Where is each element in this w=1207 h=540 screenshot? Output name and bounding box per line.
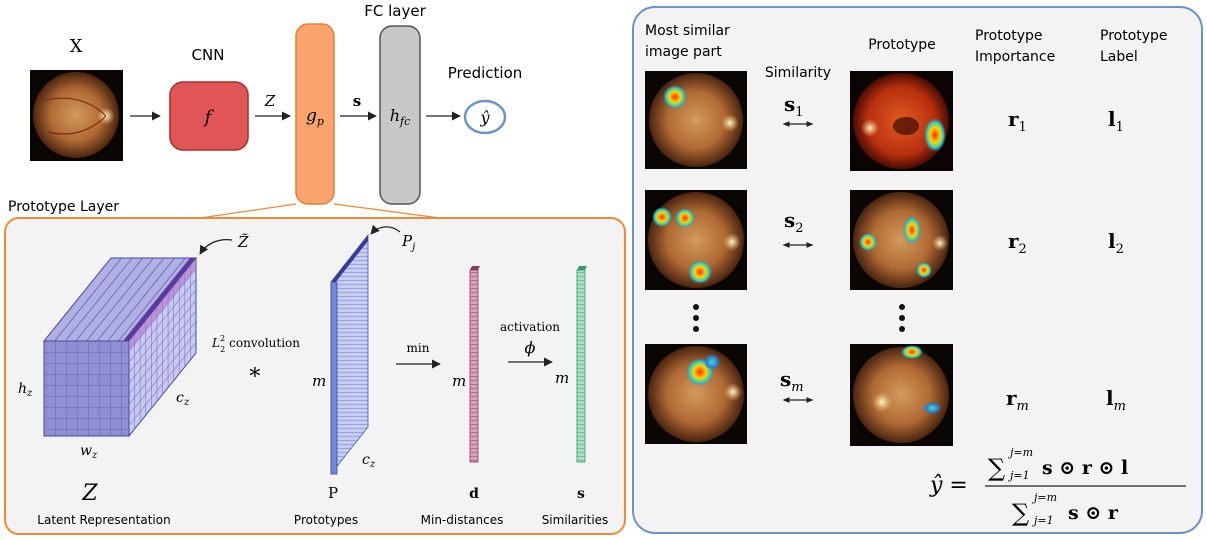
prototype-image-1 [850, 71, 953, 171]
importance-1: r1 [1008, 107, 1027, 135]
latent-representation-caption: Latent Representation [37, 513, 170, 527]
prediction-formula: ŷ = ∑ j=m j=1 s ⊙ r ⊙ l ∑ j=m j=1 s ⊙ r [929, 446, 1186, 527]
label-m: lm [1106, 386, 1126, 414]
similar-image-part-m [645, 344, 747, 444]
ztilde-arrow [199, 238, 233, 255]
ellipsis-dots-left [693, 304, 699, 332]
pj-label: Pj [401, 232, 415, 253]
prototypes-slab [330, 233, 369, 476]
header-prototype: Prototype [868, 37, 936, 53]
similar-image-part-2 [645, 190, 747, 290]
importance-m: rm [1006, 386, 1029, 414]
header-prototype-importance: Prototype Importance [975, 28, 1055, 65]
s-label: s [353, 92, 361, 110]
cz-prototypes-label: cz [362, 452, 376, 470]
prototype-layer-title: Prototype Layer [8, 199, 119, 215]
similarity-m: sm [780, 367, 804, 395]
activation-label: activation [500, 320, 560, 334]
ellipsis-dots-right [899, 304, 905, 332]
denominator-sum: ∑ [1012, 499, 1029, 527]
wz-label: wz [80, 443, 98, 461]
m-s-label: m [555, 369, 569, 387]
min-label: min [407, 341, 430, 355]
label-1: l1 [1108, 107, 1124, 135]
similarities-caption: Similarities [542, 513, 609, 527]
m-prototypes-label: m [312, 372, 326, 390]
header-prototype-label: Prototype Label [1100, 28, 1172, 65]
similarities-bar [576, 266, 587, 463]
gp-expansion-lines [199, 203, 441, 219]
denominator-lower: j=1 [1031, 514, 1054, 527]
similarity-1: s1 [784, 92, 804, 120]
cz-cube-label: cz [176, 390, 190, 408]
ztilde-label: Z̃ [237, 233, 249, 251]
importance-2: r2 [1008, 229, 1027, 257]
fc-block [379, 25, 421, 205]
phi-label: ϕ [525, 338, 536, 357]
min-distances-caption: Min-distances [421, 513, 504, 527]
prototypes-caption: Prototypes [294, 513, 358, 527]
prototype-image-m [850, 344, 953, 446]
header-most-similar: Most similar image part [645, 23, 734, 60]
m-d-label: m [452, 372, 466, 390]
similar-image-part-1 [645, 71, 747, 169]
prediction-node [463, 99, 507, 135]
gp-label: gp [306, 106, 324, 128]
header-similarity: Similarity [765, 65, 831, 81]
gp-block [295, 23, 335, 205]
d-letter: d [469, 486, 479, 502]
cnn-block [169, 81, 249, 151]
denominator-terms: s ⊙ r [1068, 502, 1119, 524]
input-label: X [70, 36, 83, 57]
input-fundus-image [30, 70, 123, 161]
convolution-star: ∗ [248, 360, 263, 385]
formula-lhs: ŷ = [929, 473, 968, 498]
latent-cube [42, 256, 198, 438]
numerator-lower: j=1 [1007, 469, 1030, 482]
numerator-sum: ∑ [988, 454, 1005, 482]
yhat-label: ŷ [479, 108, 490, 127]
numerator-upper: j=m [1007, 446, 1033, 459]
denominator-upper: j=m [1031, 491, 1057, 504]
z-label: Z [264, 92, 276, 110]
similarity-2: s2 [784, 208, 804, 236]
prototype-image-2 [850, 190, 953, 290]
cnn-label: CNN [192, 46, 225, 64]
hfc-label: hfc [390, 106, 411, 128]
z-big-label: Z [81, 481, 98, 506]
min-distances-bar [469, 266, 480, 463]
numerator-terms: s ⊙ r ⊙ l [1042, 457, 1128, 479]
fc-layer-label: FC layer [364, 2, 426, 20]
ztilde-column [123, 258, 196, 341]
hz-label: hz [18, 381, 33, 399]
s-letter: s [577, 486, 585, 502]
p-letter: P [328, 484, 338, 502]
label-2: l2 [1108, 229, 1124, 257]
pj-arrow [370, 224, 401, 235]
prediction-label: Prediction [448, 64, 523, 82]
